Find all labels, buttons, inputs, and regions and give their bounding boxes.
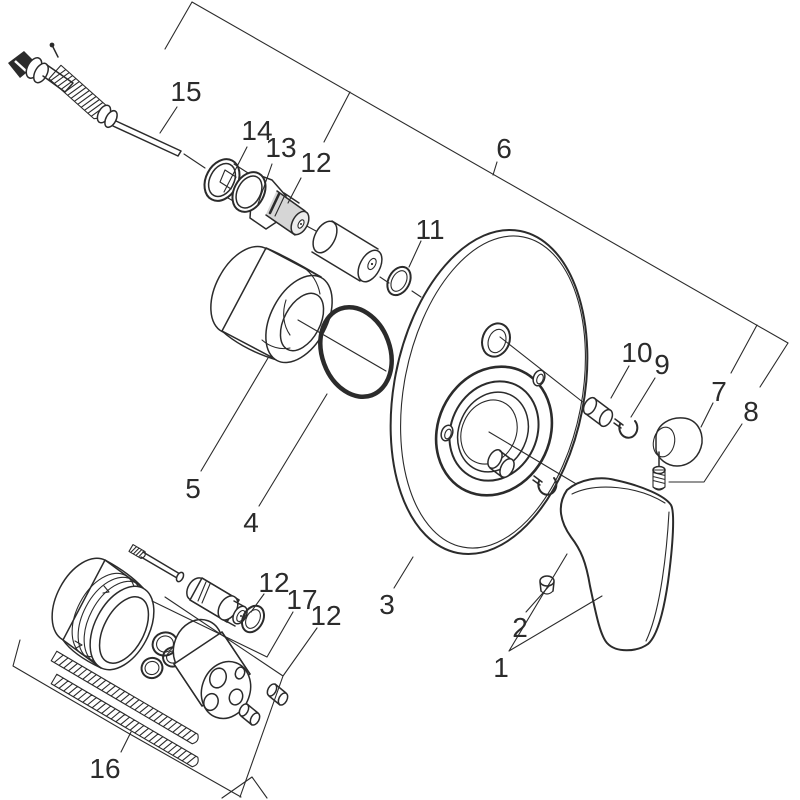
part-label-circlip: 9 [654,349,670,380]
part-circlip [613,418,639,439]
part-circlip-mounted [532,475,558,496]
part-label-cartridge-cap: 14 [241,115,272,146]
part-label-handle-cap: 7 [711,376,727,407]
mounting-axis-lines [488,336,585,489]
part-label-extension-o-ring: 12 [258,567,289,598]
part-threaded-rods [50,650,199,768]
part-spacer-cylinder [311,220,383,283]
part-grub-screw [652,451,666,491]
part-label-adapter-sleeve: 12 [300,147,331,178]
part-label-o-ring-large: 4 [243,507,259,538]
part-extension-cup [51,557,155,671]
part-handle-lever [559,477,675,652]
part-adapter-sleeve [265,190,310,236]
part-o-ring-small [386,265,412,297]
part-extension-cartridge [186,577,248,627]
part-o-ring-large [318,304,394,400]
part-push-rod [8,42,182,157]
leader-lines [12,1,789,799]
part-label-grub-screw: 8 [743,396,759,427]
part-escutcheon-plate [389,228,589,556]
part-label-handle-lever: 1 [493,652,509,683]
part-label-extension-o-rings: 12 [310,600,341,631]
part-extension-pins [238,683,289,726]
part-extension-o-ring [240,604,266,634]
part-extension-screw [128,543,185,583]
part-label-extension-set: 16 [89,753,120,784]
part-handle-cap [652,417,703,467]
part-label-handle-plug: 2 [512,612,528,643]
part-label-pin: 10 [621,337,652,368]
part-extension-adapter [172,618,252,720]
part-label-cartridge: 13 [265,132,296,163]
assembly-axis-dashes [183,153,422,298]
part-label-escutcheon-plate: 3 [379,589,395,620]
part-label-o-ring-small: 11 [415,214,444,245]
part-label-extension-adapter: 17 [286,584,317,615]
part-stem-pin [487,448,515,479]
part-sleeve [210,245,387,372]
part-label-push-rod: 15 [170,76,201,107]
part-handle-plug [539,575,555,595]
part-pin [582,396,614,428]
part-label-sleeve: 5 [185,473,201,504]
part-label-trim-set: 6 [496,133,512,164]
